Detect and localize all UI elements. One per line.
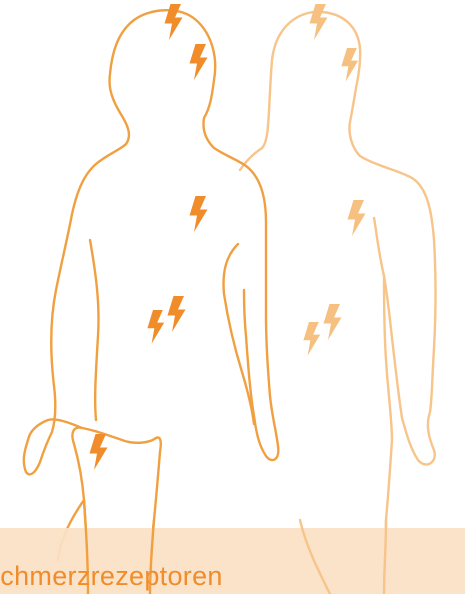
back-leg-left (300, 520, 330, 594)
caption-label: Schmerzrezeptoren (0, 563, 223, 590)
back-leg-right (384, 520, 386, 594)
